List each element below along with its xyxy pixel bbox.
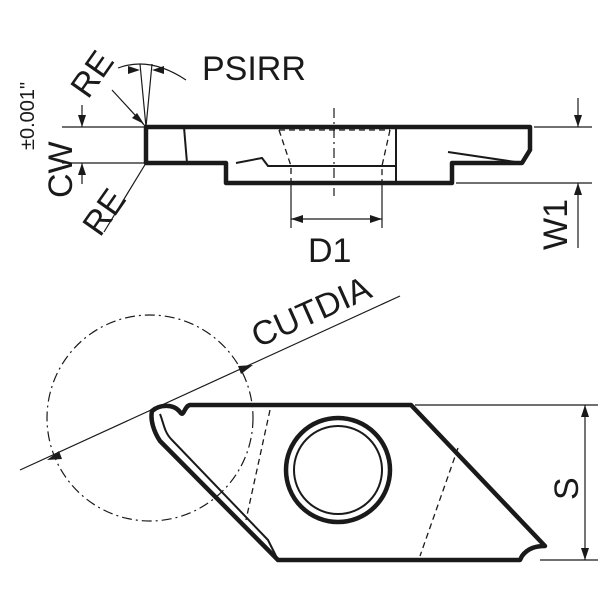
insert-outline [149,402,548,563]
label-tolerance: ±0.001" [17,82,39,150]
d1-dimension [290,183,383,228]
label-d1: D1 [308,232,351,270]
cw-dimension [62,105,146,184]
side-view [143,108,533,196]
chipbreaker-right [419,447,459,557]
plan-view [46,314,548,563]
center-hole-outer [283,415,393,525]
center-hole-inner [293,425,383,515]
cutdia-dimension [19,295,401,471]
label-re-top: RE [63,44,121,104]
label-re-bottom: RE [75,182,133,242]
label-cutdia: CUTDIA [246,269,377,355]
label-w1: W1 [537,199,575,250]
insert-inner-edge [159,413,277,557]
cutdia-circle [46,314,254,522]
chipbreaker-left [245,409,271,521]
side-view-inner-right [447,151,523,164]
insert-inner-edge-right [415,409,541,541]
label-s: S [548,477,586,500]
psirr-construction [103,63,187,233]
label-cw: CW [42,141,80,198]
s-dimension [415,404,598,561]
side-view-inner-step [235,156,396,167]
label-psirr: PSIRR [202,50,306,88]
side-view-inner-left [183,126,188,164]
hole-hidden-right [381,129,391,183]
w1-dimension [456,98,592,248]
hole-hidden-left [278,129,292,183]
